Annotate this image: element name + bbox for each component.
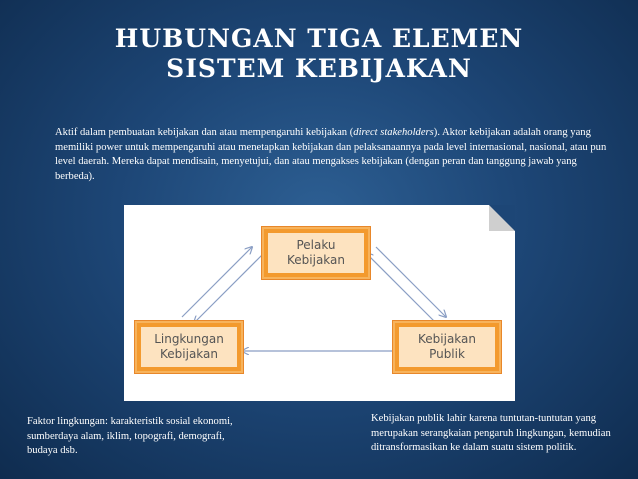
page-fold-corner <box>489 205 515 231</box>
title-line-1: HUBUNGAN TIGA ELEMEN <box>114 24 524 53</box>
arrow-top-to-right <box>375 246 446 317</box>
caption-faktor-lingkungan: Faktor lingkungan: karakteristik sosial … <box>27 416 233 456</box>
intro-text-italic: direct stakeholders <box>353 127 434 138</box>
arrow-right-to-top <box>366 253 437 324</box>
relationship-diagram: Pelaku Kebijakan Lingkungan Kebijakan Ke… <box>124 205 515 401</box>
node-lingkungan-kebijakan: Lingkungan Kebijakan <box>134 320 244 374</box>
arrow-top-to-left <box>194 254 263 323</box>
node-top-line1: Pelaku <box>296 238 336 252</box>
caption-kebijakan-publik: Kebijakan publik lahir karena tuntutan-t… <box>371 413 611 453</box>
node-left-line1: Lingkungan <box>154 332 224 346</box>
title-line-2: SISTEM KEBIJAKAN <box>166 54 472 83</box>
intro-text-start: Aktif dalam pembuatan kebijakan dan atau… <box>55 127 354 138</box>
intro-paragraph: Aktif dalam pembuatan kebijakan dan atau… <box>55 126 615 184</box>
node-top-line2: Kebijakan <box>287 253 345 267</box>
slide-title: HUBUNGAN TIGA ELEMEN SISTEM KEBIJAKAN <box>0 24 638 84</box>
node-right-line1: Kebijakan <box>418 332 476 346</box>
node-kebijakan-publik: Kebijakan Publik <box>392 320 502 374</box>
diagram-arrows <box>181 205 515 401</box>
intro-text-end: ). Aktor kebijakan adalah orang yang mem… <box>55 127 607 182</box>
node-pelaku-kebijakan: Pelaku Kebijakan <box>261 226 371 280</box>
node-left-line2: Kebijakan <box>160 347 218 361</box>
node-right-line2: Publik <box>429 347 465 361</box>
arrow-left-to-top <box>181 247 252 318</box>
